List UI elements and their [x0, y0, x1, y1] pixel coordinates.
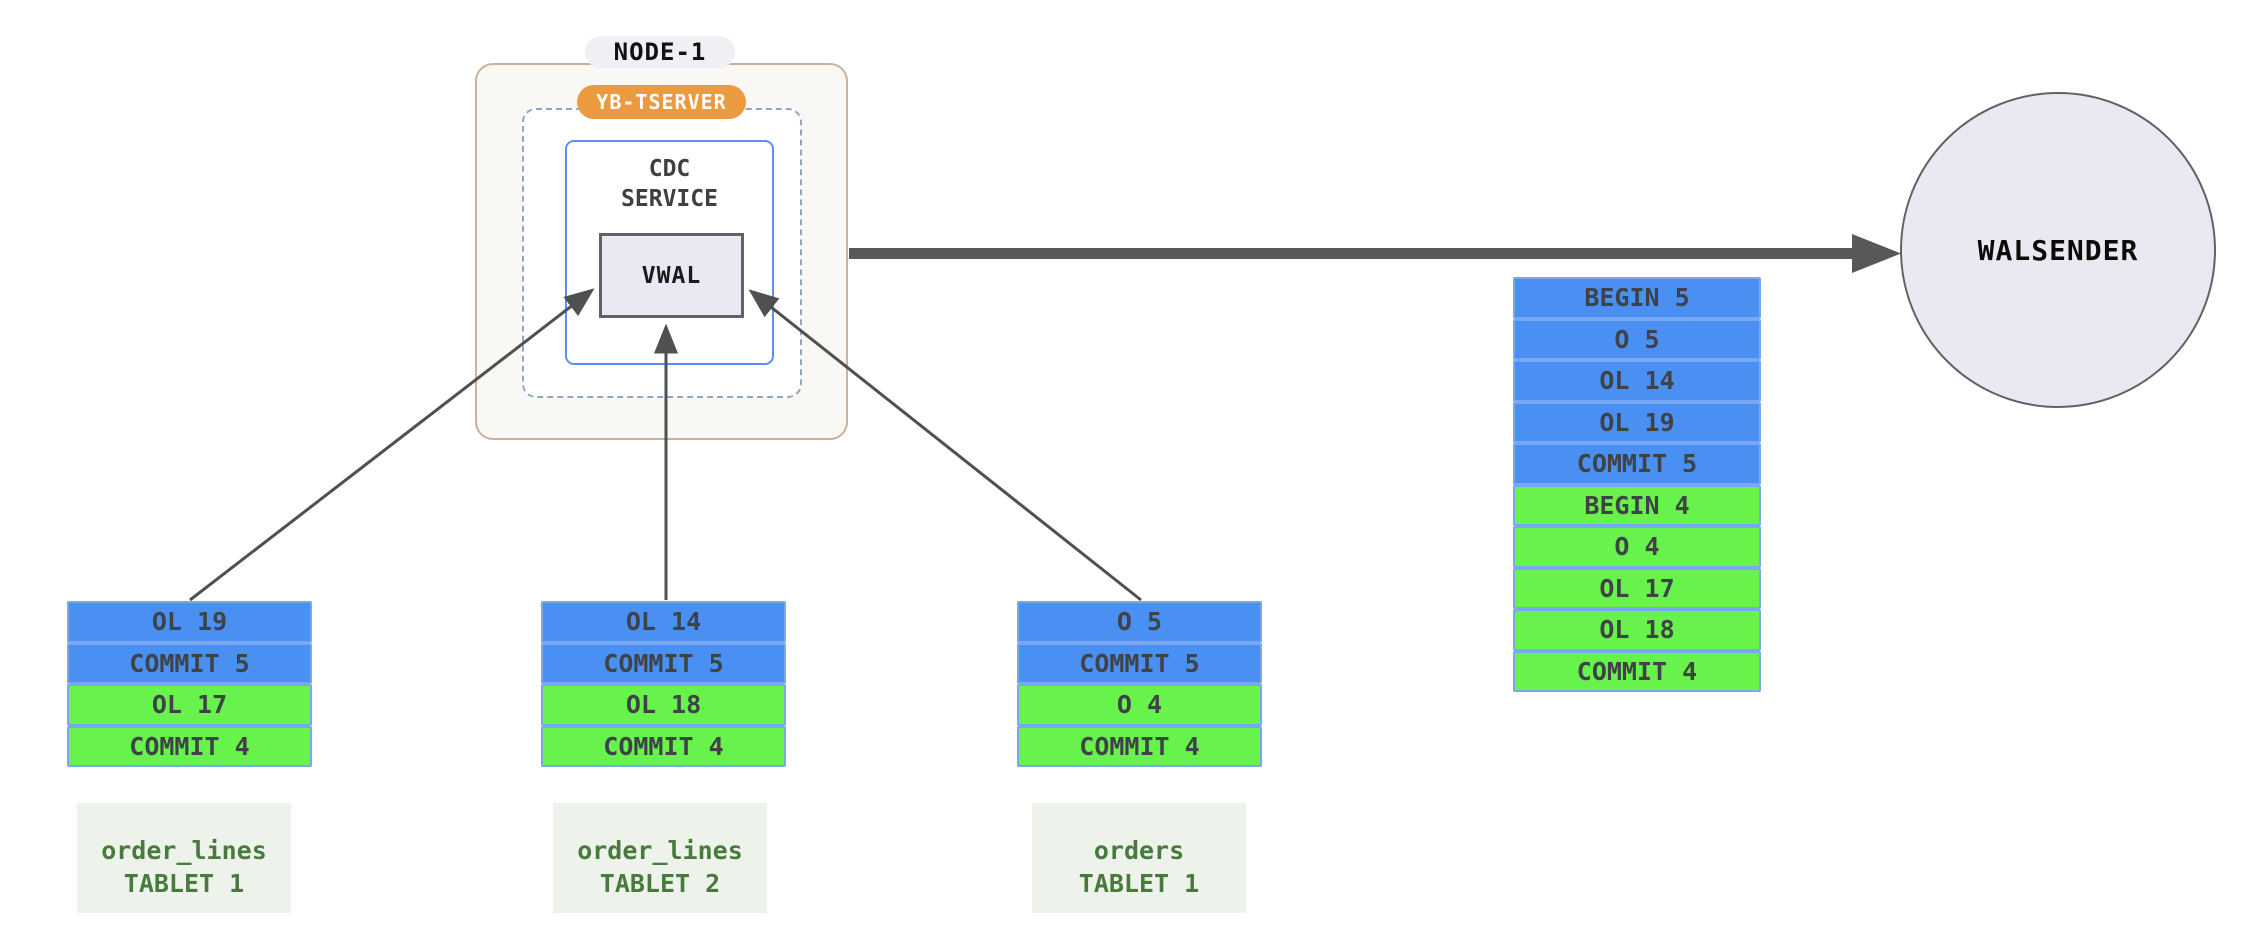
- wal-record: O 4: [1513, 526, 1761, 568]
- cdc-service-title-line2: SERVICE: [621, 186, 718, 212]
- cdc-service-title: CDC SERVICE: [567, 154, 772, 214]
- wal-record: COMMIT 4: [67, 725, 312, 767]
- tablet-label-orders-1: orders TABLET 1: [1032, 803, 1246, 913]
- tablet-label-table-name: order_lines: [577, 836, 743, 865]
- cdc-service-title-line1: CDC: [648, 156, 691, 182]
- wal-record: OL 19: [67, 601, 312, 643]
- node-1-label: NODE-1: [613, 38, 707, 66]
- vwal-box: VWAL: [599, 233, 744, 318]
- tablet-label-table-name: orders: [1093, 836, 1185, 865]
- wal-record: OL 17: [67, 684, 312, 726]
- yb-tserver-label: YB-TSERVER: [596, 90, 727, 114]
- wal-record: OL 18: [1513, 609, 1761, 651]
- vwal-to-walsender-arrow: [849, 234, 1901, 273]
- wal-record: O 5: [1017, 601, 1262, 643]
- wal-record: OL 18: [541, 684, 786, 726]
- wal-record: BEGIN 5: [1513, 277, 1761, 319]
- tablet-label-tablet-name: TABLET 2: [599, 869, 721, 898]
- yb-tserver-badge: YB-TSERVER: [577, 85, 746, 119]
- wal-record: OL 17: [1513, 567, 1761, 609]
- wal-record: OL 14: [541, 601, 786, 643]
- tablet-label-table-name: order_lines: [101, 836, 267, 865]
- node-1-badge: NODE-1: [585, 36, 735, 68]
- tablet-label-order-lines-2: order_lines TABLET 2: [553, 803, 767, 913]
- tablet-label-tablet-name: TABLET 1: [123, 869, 245, 898]
- vwal-label: VWAL: [641, 262, 702, 289]
- wal-record: COMMIT 4: [541, 725, 786, 767]
- wal-record: COMMIT 5: [1513, 443, 1761, 485]
- wal-record: O 4: [1017, 684, 1262, 726]
- wal-record: OL 14: [1513, 360, 1761, 402]
- wal-record: COMMIT 4: [1513, 650, 1761, 692]
- wal-record: OL 19: [1513, 401, 1761, 443]
- wal-record: O 5: [1513, 318, 1761, 360]
- wal-record: COMMIT 5: [67, 642, 312, 684]
- wal-record: BEGIN 4: [1513, 484, 1761, 526]
- tablet-label-order-lines-1: order_lines TABLET 1: [77, 803, 291, 913]
- wal-record: COMMIT 4: [1017, 725, 1262, 767]
- walsender-label: WALSENDER: [1977, 233, 2139, 267]
- wal-record: COMMIT 5: [1017, 642, 1262, 684]
- wal-record: COMMIT 5: [541, 642, 786, 684]
- walsender-circle: WALSENDER: [1900, 92, 2216, 408]
- tablet-label-tablet-name: TABLET 1: [1078, 869, 1200, 898]
